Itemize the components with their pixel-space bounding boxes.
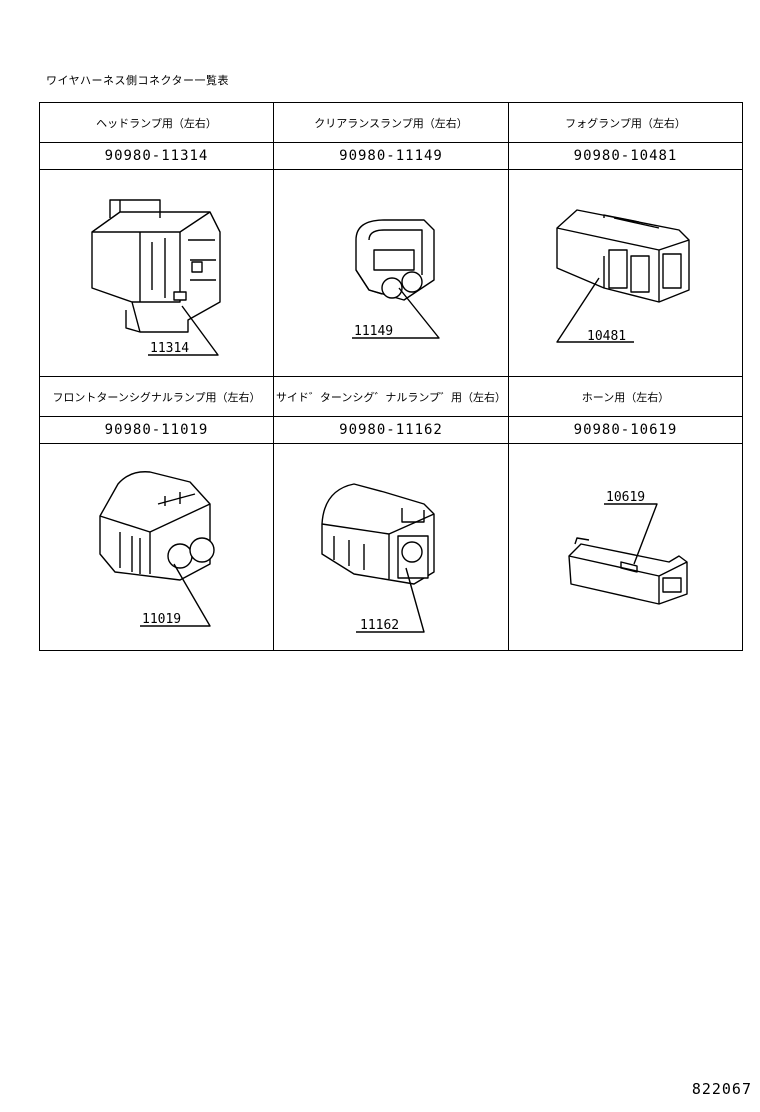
- part-number: 90980-11019: [39, 416, 274, 444]
- connector-cell: 11149: [273, 169, 509, 377]
- connector-label: 10619: [606, 490, 645, 505]
- page-title: ワイヤハーネス側コネクター一覧表: [46, 74, 230, 87]
- part-number-row: 90980-11019 90980-11162 90980-10619: [39, 416, 743, 444]
- connector-label: 11149: [354, 324, 393, 339]
- figure-code: 822067: [691, 1080, 752, 1098]
- header-row: フロントターンシグナルランプ用（左右） サイド゛ターンシグ゛ナルランプ゛用（左右…: [39, 376, 743, 417]
- connector-name: ホーン用（左右）: [508, 376, 743, 417]
- connector-name: フォグランプ用（左右）: [508, 102, 743, 143]
- connector-cell: 10481: [508, 169, 743, 377]
- connector-cell: 10619: [508, 443, 743, 651]
- part-number: 90980-11162: [273, 416, 509, 444]
- connector-illustration: 11149: [352, 219, 440, 339]
- connector-table: ヘッドランプ用（左右） クリアランスランプ用（左右） フォグランプ用（左右） 9…: [39, 102, 743, 651]
- connector-cell: 11019: [39, 443, 274, 651]
- header-row: ヘッドランプ用（左右） クリアランスランプ用（左右） フォグランプ用（左右）: [39, 102, 743, 143]
- illustration-row: 11019 11162: [39, 443, 743, 651]
- connector-name: サイド゛ターンシグ゛ナルランプ゛用（左右）: [273, 376, 509, 417]
- part-number: 90980-10619: [508, 416, 743, 444]
- connector-illustration: 11314: [91, 199, 221, 356]
- connector-illustration: 10481: [556, 209, 690, 344]
- connector-label: 11314: [150, 341, 189, 356]
- connector-name: クリアランスランプ用（左右）: [273, 102, 509, 143]
- connector-illustration: 10619: [568, 490, 688, 605]
- connector-label: 10481: [587, 329, 626, 344]
- connector-name: フロントターンシグナルランプ用（左右）: [39, 376, 274, 417]
- part-number-row: 90980-11314 90980-11149 90980-10481: [39, 142, 743, 170]
- connector-cell: 11162: [273, 443, 509, 651]
- connector-cell: 11314: [39, 169, 274, 377]
- part-number: 90980-11314: [39, 142, 274, 170]
- part-number: 90980-11149: [273, 142, 509, 170]
- connector-illustration: 11162: [321, 483, 435, 633]
- illustration-row: 11314 11149: [39, 169, 743, 377]
- connector-label: 11162: [360, 618, 399, 633]
- part-number: 90980-10481: [508, 142, 743, 170]
- connector-name: ヘッドランプ用（左右）: [39, 102, 274, 143]
- connector-label: 11019: [142, 612, 181, 627]
- connector-illustration: 11019: [99, 471, 215, 627]
